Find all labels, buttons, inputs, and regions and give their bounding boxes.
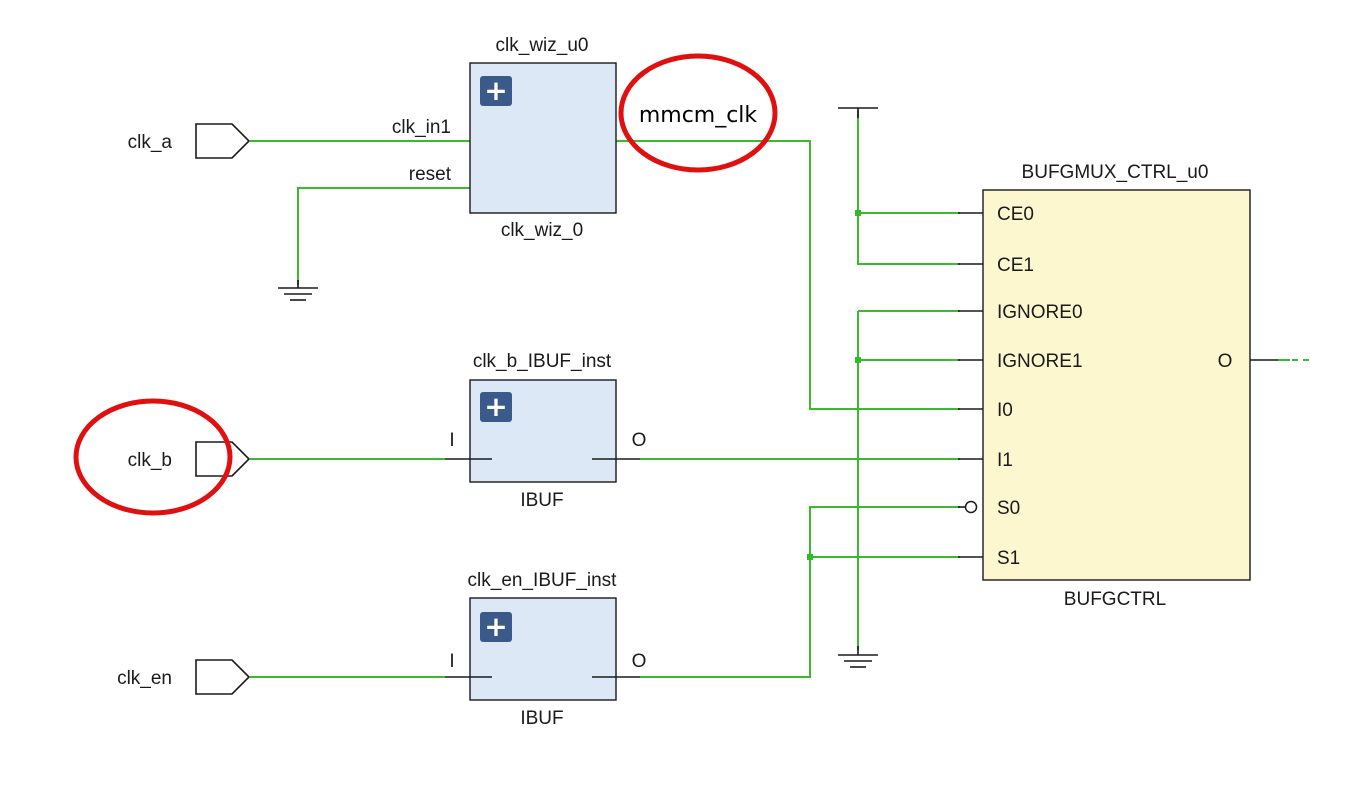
junction-dot (807, 554, 813, 560)
wires (250, 110, 1310, 678)
port-clk-en[interactable]: clk_en (117, 659, 251, 695)
bufgmux-body[interactable] (982, 189, 1251, 581)
ground-symbol-reset (278, 280, 318, 301)
bufgmux-pin-ce1: CE1 (997, 255, 1034, 276)
port-label-clk-en: clk_en (117, 668, 172, 689)
clk-wiz-pin-reset: reset (409, 164, 452, 185)
ibuf-clk-b-expand-button[interactable]: + (480, 390, 512, 423)
ibuf-clk-en-cell-name: IBUF (520, 708, 563, 729)
port-clk-a[interactable]: clk_a (128, 123, 251, 159)
ground-symbol-mux (838, 646, 878, 668)
bufgmux-block[interactable]: BUFGMUX_CTRL_u0 CE0 CE1 IGNORE0 IGNORE1 … (958, 162, 1278, 610)
net-reset[interactable] (297, 187, 470, 285)
plus-icon: + (484, 610, 507, 643)
clk-wiz-expand-button[interactable]: + (480, 74, 512, 107)
clk-wiz-cell-name: clk_wiz_0 (501, 220, 583, 241)
net-label-mmcm-clk: mmcm_clk (639, 103, 758, 128)
clk-wiz-block[interactable]: clk_wiz_u0 + clk_in1 reset clk_wiz_0 (392, 35, 617, 241)
net-clk-en-ibuf-o[interactable] (640, 506, 960, 678)
bufgmux-pin-i0: I0 (997, 400, 1013, 421)
ibuf-clk-en-block[interactable]: clk_en_IBUF_inst + I O IBUF (445, 570, 646, 729)
vcc-symbol (838, 107, 878, 118)
bufgmux-pin-o: O (1218, 351, 1233, 372)
ibuf-clk-en-instance-name: clk_en_IBUF_inst (468, 570, 618, 591)
port-label-clk-b: clk_b (128, 450, 172, 471)
bufgmux-pin-s1: S1 (997, 548, 1020, 569)
ibuf-clk-b-pin-out: O (632, 430, 647, 451)
junctions (807, 210, 861, 560)
bufgmux-pin-ignore0: IGNORE0 (997, 302, 1083, 323)
ibuf-clk-en-pin-out: O (632, 651, 647, 672)
junction-dot (855, 210, 861, 216)
junction-dot (855, 357, 861, 363)
bufgmux-cell-name: BUFGCTRL (1064, 589, 1166, 610)
clk-wiz-instance-name: clk_wiz_u0 (496, 35, 589, 56)
highlight-circle-mmcm-clk (618, 53, 778, 173)
net-mmcm-clk[interactable] (616, 140, 960, 410)
bufgmux-pin-ce0: CE0 (997, 204, 1034, 225)
net-vcc[interactable] (857, 110, 960, 265)
highlight-circle-clk-b (73, 398, 233, 516)
ibuf-clk-b-block[interactable]: clk_b_IBUF_inst + I O IBUF (445, 351, 646, 511)
bufgmux-pin-ignore1: IGNORE1 (997, 351, 1083, 372)
ibuf-clk-en-pin-in: I (449, 651, 454, 672)
plus-icon: + (484, 74, 507, 107)
clk-wiz-pin-clk-in1: clk_in1 (392, 117, 451, 138)
ibuf-clk-b-cell-name: IBUF (520, 490, 563, 511)
ibuf-clk-b-instance-name: clk_b_IBUF_inst (473, 351, 612, 372)
plus-icon: + (484, 390, 507, 423)
port-label-clk-a: clk_a (128, 132, 173, 153)
ibuf-clk-en-expand-button[interactable]: + (480, 610, 512, 643)
bufgmux-pin-i1: I1 (997, 450, 1013, 471)
inversion-bubble (964, 500, 978, 514)
bufgmux-instance-name: BUFGMUX_CTRL_u0 (1022, 162, 1209, 183)
port-clk-b[interactable]: clk_b (128, 441, 251, 477)
bufgmux-pin-s0: S0 (997, 498, 1020, 519)
ibuf-clk-b-pin-in: I (449, 430, 454, 451)
